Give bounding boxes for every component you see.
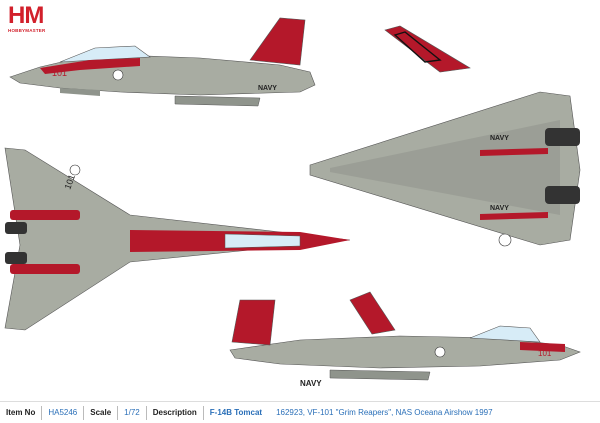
description-value: 162923, VF-101 "Grim Reapers", NAS Ocean… bbox=[276, 408, 493, 417]
modex-number-side-right: 101 bbox=[538, 349, 552, 358]
divider bbox=[41, 405, 43, 420]
navy-label-plan-bottom: NAVY bbox=[490, 205, 509, 212]
divider bbox=[202, 405, 204, 420]
modex-number-top-wing: 101 bbox=[62, 173, 77, 191]
scale-label: Scale bbox=[90, 408, 112, 417]
logo-subtext: HOBBYMASTER bbox=[8, 28, 46, 33]
vertical-stabilizer bbox=[384, 25, 471, 73]
divider bbox=[83, 405, 85, 420]
modex-number-side: 101 bbox=[52, 68, 67, 78]
divider bbox=[117, 405, 119, 420]
side-profile-left: 101 NAVY bbox=[9, 17, 316, 107]
item-no-value: HA5246 bbox=[48, 408, 78, 417]
side-profile-right: 101 NAVY bbox=[229, 291, 581, 388]
navy-label-side-left: NAVY bbox=[258, 85, 277, 92]
item-no-label: Item No bbox=[6, 408, 36, 417]
navy-label-side-right: NAVY bbox=[300, 379, 322, 388]
aircraft-profile-artwork: 101 NAVY NAVY NAVY 101 bbox=[4, 17, 581, 388]
navy-label-plan-top: NAVY bbox=[490, 135, 509, 142]
product-info-bar: Item No HA5246 Scale 1/72 Description F-… bbox=[0, 401, 600, 423]
description-label: Description bbox=[152, 408, 197, 417]
model-name: F-14B Tomcat bbox=[209, 408, 263, 417]
scale-value: 1/72 bbox=[124, 408, 140, 417]
hobbymaster-logo: HM HOBBYMASTER bbox=[8, 4, 48, 38]
divider bbox=[145, 405, 147, 420]
plan-view-bottom: 101 bbox=[4, 147, 351, 331]
logo-text: HM bbox=[8, 2, 44, 29]
plan-view-top: NAVY NAVY bbox=[309, 91, 581, 247]
